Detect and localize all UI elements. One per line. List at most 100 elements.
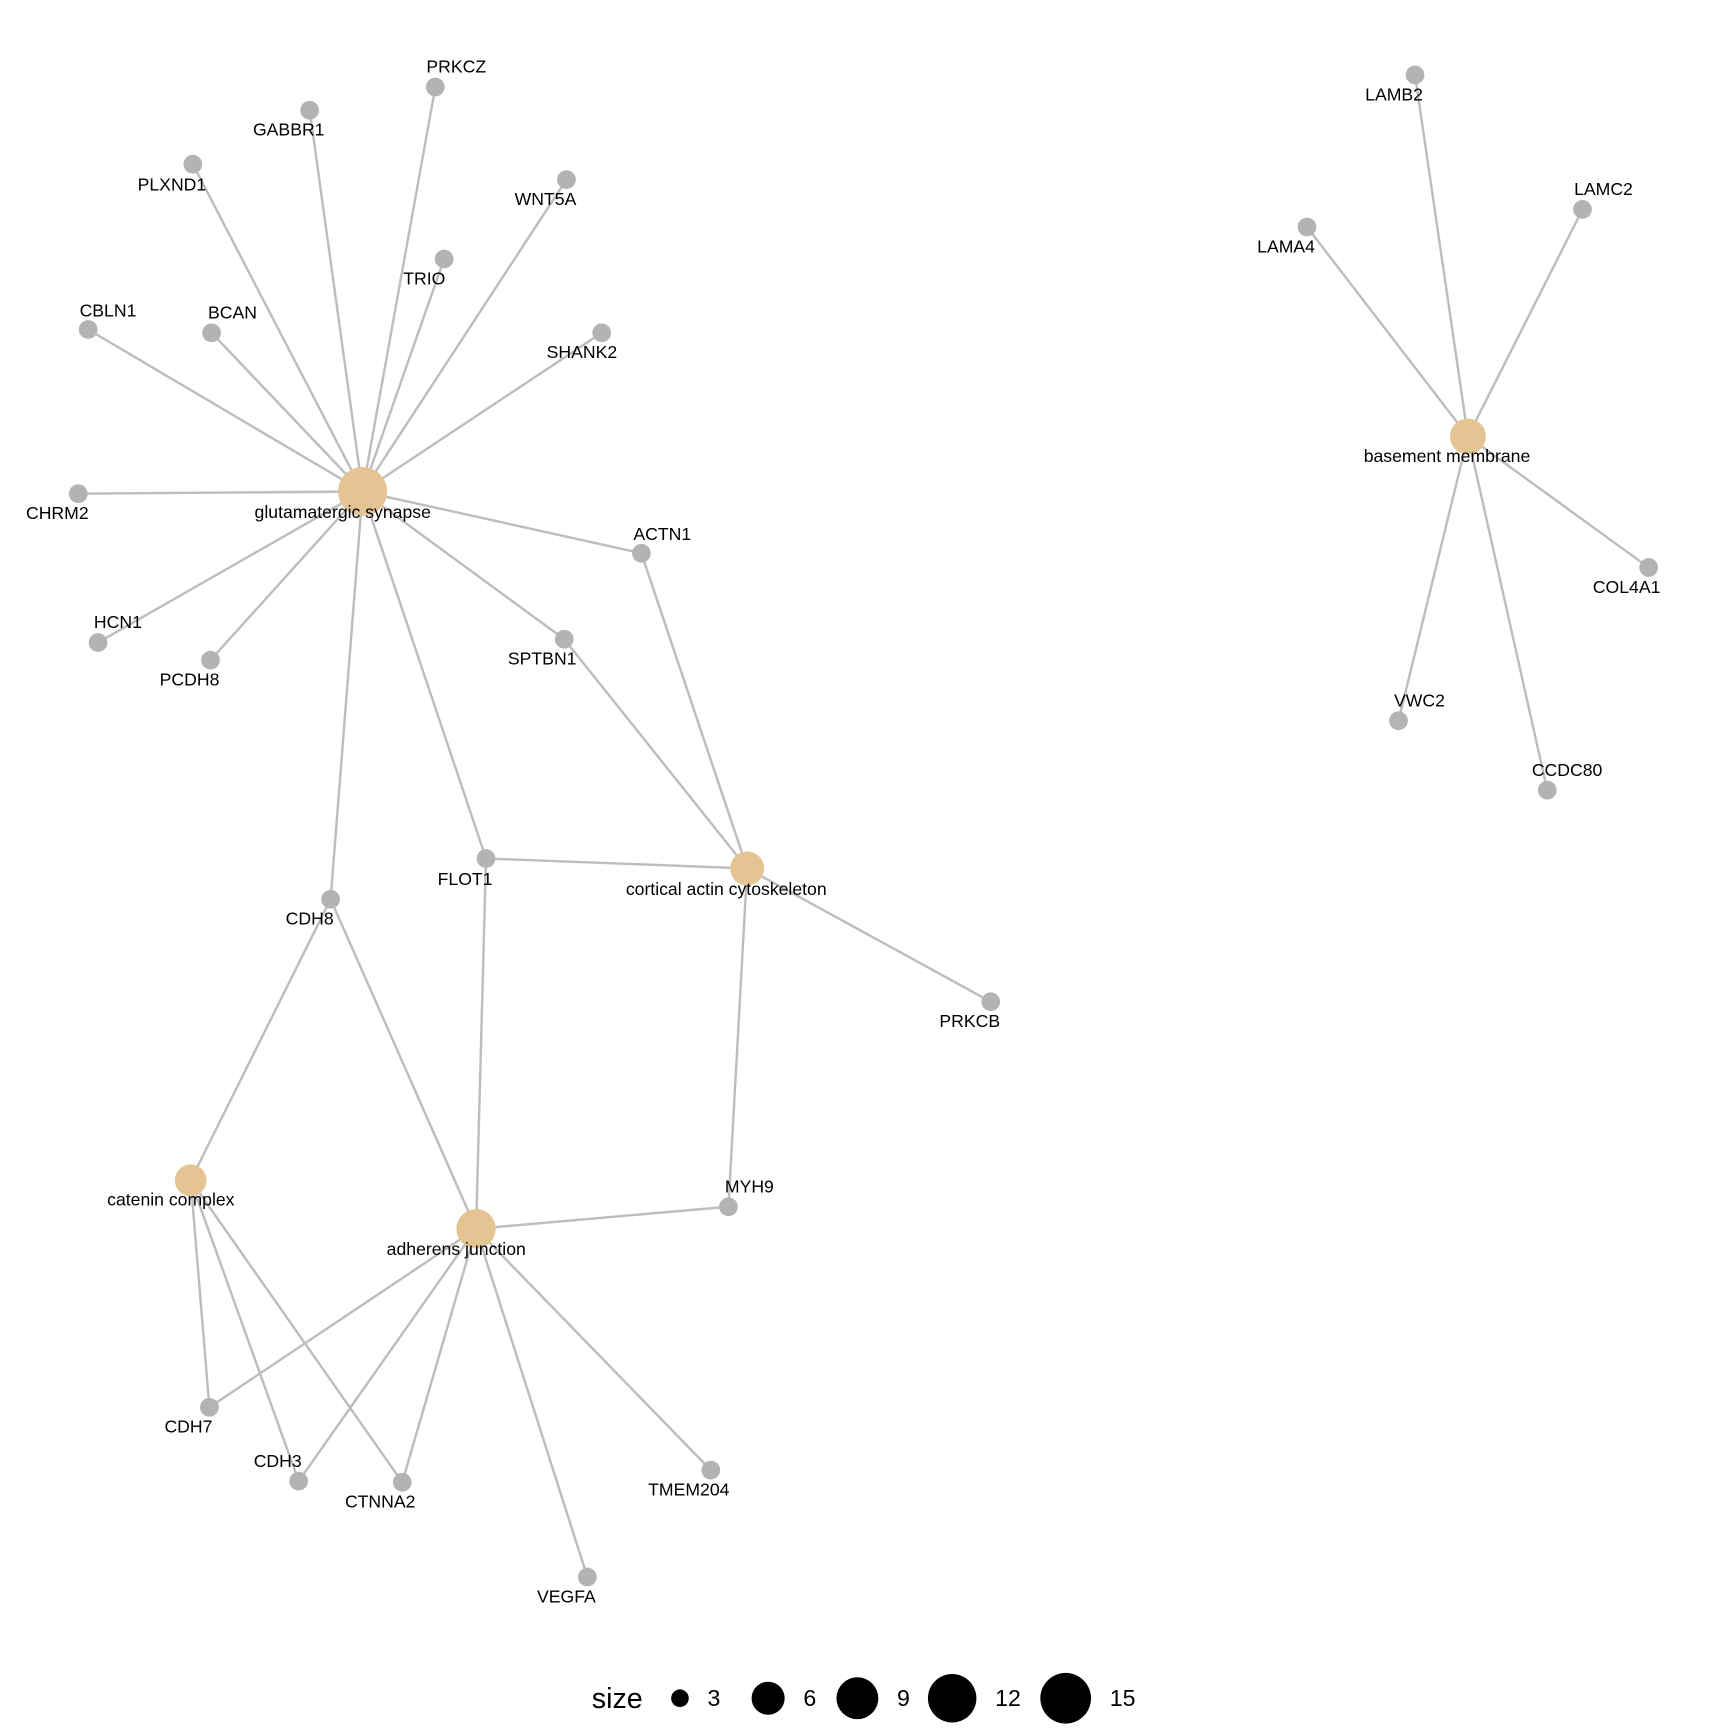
edge [210, 331, 364, 493]
gene-node-hcn1[interactable] [88, 633, 108, 652]
edge [209, 490, 364, 661]
edge [361, 491, 488, 859]
gene-label: COL4A1 [1593, 577, 1661, 597]
category-label: cortical actin cytoskeleton [626, 879, 827, 899]
gene-node-prkcb[interactable] [981, 992, 1001, 1012]
gene-node-wnt5a[interactable] [557, 170, 576, 189]
gene-label: CCDC80 [1532, 760, 1603, 780]
category-node[interactable] [338, 466, 388, 517]
gene-node-lamb2[interactable] [1405, 65, 1425, 85]
legend-size-circle [751, 1681, 785, 1715]
category-node[interactable] [1449, 418, 1486, 455]
gene-node-pcdh8[interactable] [201, 650, 220, 670]
edge [97, 490, 364, 644]
gene-node-vegfa[interactable] [578, 1567, 597, 1587]
edge [1467, 435, 1650, 569]
edge [189, 898, 332, 1181]
gene-node-cdh8[interactable] [321, 889, 340, 909]
gene-node-cdh3[interactable] [289, 1471, 309, 1491]
gene-label: PCDH8 [160, 669, 220, 689]
gene-node-vwc2[interactable] [1389, 711, 1408, 731]
legend-size-label: 6 [803, 1685, 816, 1711]
legend-size-circle [1040, 1672, 1092, 1724]
gene-node-myh9[interactable] [719, 1197, 738, 1217]
gene-label: FLOT1 [438, 869, 493, 889]
category-node[interactable] [456, 1209, 496, 1249]
gene-label: PRKCB [939, 1011, 1000, 1031]
edge [475, 1205, 729, 1230]
edge [475, 1227, 712, 1471]
gene-label: VEGFA [537, 1586, 596, 1606]
edge [1397, 436, 1470, 722]
gene-label: SPTBN1 [508, 649, 577, 669]
gene-node-cdh7[interactable] [200, 1397, 219, 1417]
gene-node-sptbn1[interactable] [554, 629, 574, 649]
edge [1466, 208, 1584, 437]
category-label: glutamatergic synapse [255, 502, 432, 522]
edge [1306, 226, 1469, 438]
gene-label: ACTN1 [633, 524, 691, 544]
gene-node-ccdc80[interactable] [1537, 780, 1557, 800]
gene-node-actn1[interactable] [632, 543, 651, 563]
gene-node-bcan[interactable] [202, 323, 221, 343]
gene-label: GABBR1 [253, 120, 325, 140]
gene-label: LAMB2 [1365, 84, 1423, 104]
gene-node-tmem204[interactable] [701, 1460, 721, 1480]
edge [78, 490, 363, 495]
gene-node-prkcz[interactable] [425, 77, 445, 97]
legend-title: size [592, 1683, 643, 1715]
legend-size-label: 9 [897, 1685, 910, 1711]
gene-label: PLXND1 [138, 175, 207, 195]
gene-node-lama4[interactable] [1297, 217, 1317, 237]
gene-label: CDH7 [164, 1417, 212, 1437]
category-label: adherens junction [387, 1239, 526, 1259]
gene-label: HCN1 [94, 612, 142, 632]
edge [474, 1228, 589, 1578]
gene-node-flot1[interactable] [476, 849, 496, 868]
legend-size-label: 12 [995, 1685, 1021, 1711]
gene-node-lamc2[interactable] [1573, 200, 1592, 219]
gene-label: CDH3 [254, 1451, 302, 1471]
edge [361, 331, 603, 493]
size-legend: size 3 6 9 12 15 [592, 1672, 1136, 1724]
gene-label: WNT5A [515, 189, 577, 209]
edge [329, 491, 364, 900]
gene-node-gabbr1[interactable] [300, 100, 320, 120]
category-node[interactable] [730, 851, 765, 886]
edge [474, 858, 488, 1229]
edge [1466, 436, 1549, 791]
edge [191, 163, 364, 493]
edge [746, 867, 992, 1003]
gene-label: TRIO [403, 268, 445, 288]
edge [640, 552, 749, 869]
gene-label: CTNNA2 [345, 1492, 416, 1512]
legend-size-circle [836, 1677, 879, 1720]
gene-node-ctnna2[interactable] [392, 1472, 412, 1492]
gene-node-trio[interactable] [434, 249, 454, 269]
gene-label: MYH9 [725, 1176, 774, 1196]
gene-label: BCAN [208, 302, 257, 322]
gene-label: CBLN1 [80, 300, 137, 320]
gene-node-cbln1[interactable] [78, 320, 98, 339]
legend-size-circle [671, 1689, 689, 1708]
legend-size-label: 3 [708, 1685, 721, 1711]
gene-node-plxnd1[interactable] [183, 154, 203, 174]
edge [308, 110, 364, 492]
edge [727, 868, 749, 1207]
category-label: basement membrane [1364, 446, 1531, 466]
nodes-layer [68, 65, 1659, 1587]
edge [485, 857, 748, 870]
gene-label: SHANK2 [547, 342, 618, 362]
category-node[interactable] [174, 1164, 207, 1197]
gene-node-col4a1[interactable] [1639, 558, 1659, 577]
gene-label: LAMC2 [1574, 179, 1633, 199]
edge [401, 1228, 478, 1483]
legend-size-label: 15 [1110, 1685, 1136, 1711]
gene-label: VWC2 [1394, 690, 1445, 710]
edge [361, 490, 565, 641]
edge [563, 638, 749, 870]
gene-node-chrm2[interactable] [68, 484, 88, 504]
gene-node-shank2[interactable] [592, 323, 612, 343]
